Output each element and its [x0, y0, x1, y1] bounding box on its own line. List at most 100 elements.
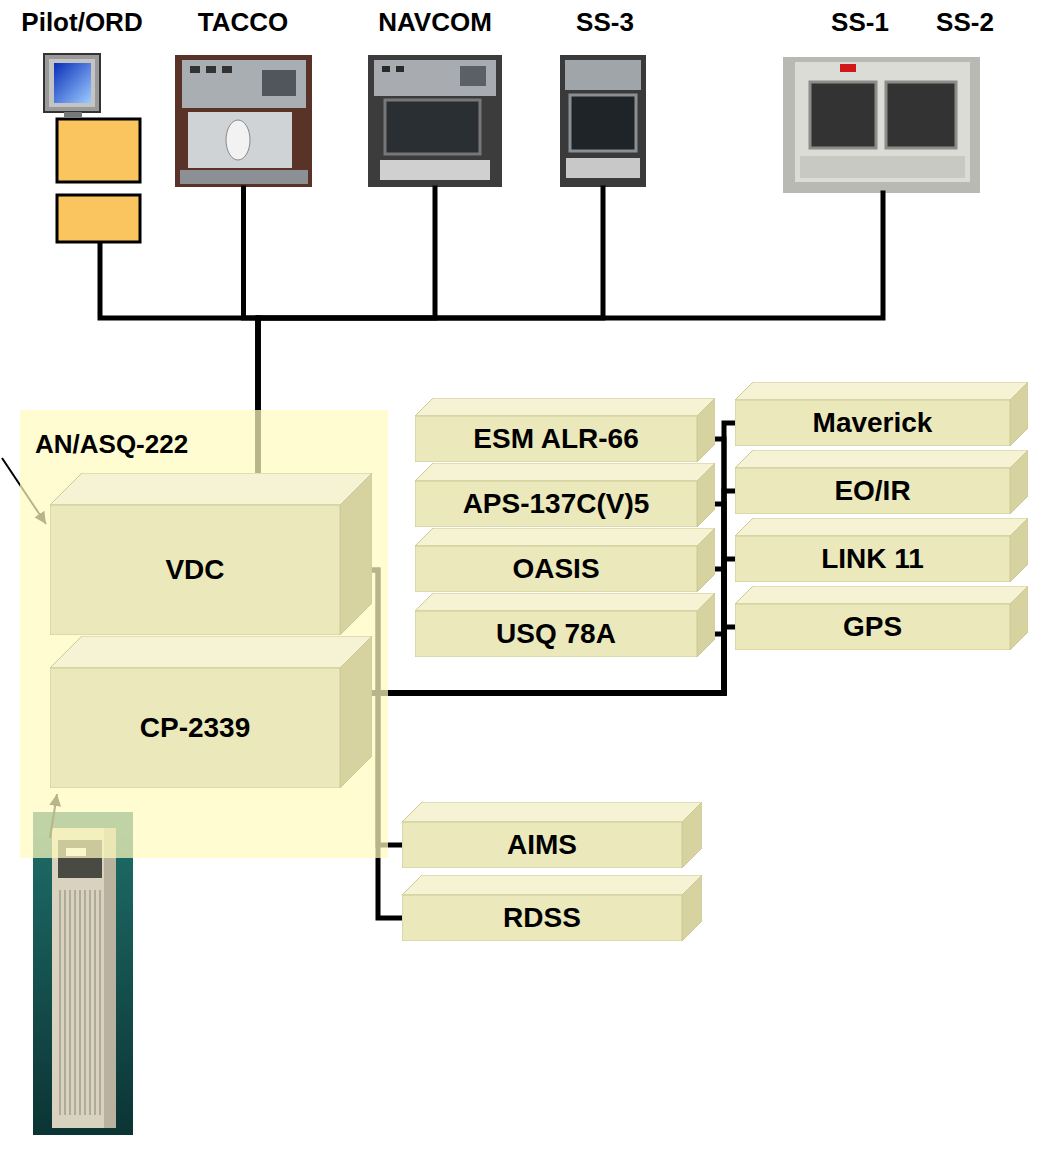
box-top-face — [735, 382, 1028, 400]
sensor-box: LINK 11 — [735, 518, 1028, 582]
box-face: CP-2339 — [50, 668, 340, 788]
cabinet-grille — [60, 890, 100, 1115]
box-side-face — [682, 802, 702, 868]
sensor-box: Maverick — [735, 382, 1028, 446]
sensor-box: RDSS — [402, 875, 702, 941]
box-top-face — [735, 586, 1028, 604]
box-top-face — [50, 473, 372, 505]
box-face: OASIS — [415, 546, 697, 592]
box-top-face — [402, 875, 702, 895]
box-front-face — [415, 416, 697, 462]
box-side-face — [682, 875, 702, 941]
box-side-face — [1010, 450, 1028, 514]
photo-ground — [560, 55, 646, 187]
box-label: LINK 11 — [821, 543, 924, 575]
console-panel — [374, 60, 496, 96]
box-front-face — [50, 668, 340, 788]
photo-ground — [175, 55, 312, 187]
console-screen — [385, 100, 480, 154]
box-face: Maverick — [735, 400, 1010, 446]
box-front-face — [735, 536, 1010, 582]
box-side-face — [697, 593, 715, 657]
photo-ground — [33, 812, 133, 1135]
console-display — [460, 66, 486, 86]
console-photo — [783, 57, 980, 193]
sensor-box: AIMS — [402, 802, 702, 868]
box-label: CP-2339 — [140, 712, 251, 744]
box-face: EO/IR — [735, 468, 1010, 514]
console-photo — [175, 55, 312, 187]
box-front-face — [402, 895, 682, 941]
box-front-face — [735, 400, 1010, 446]
console-photo — [368, 55, 502, 187]
monitor-bezel — [49, 59, 95, 107]
box-face: GPS — [735, 604, 1010, 650]
bus-line — [372, 504, 724, 693]
console-display — [262, 70, 296, 96]
unit-box: VDC — [50, 473, 372, 635]
box-front-face — [402, 822, 682, 868]
console-desk — [188, 112, 292, 168]
console-button — [396, 66, 404, 72]
monitor-stand — [64, 112, 82, 117]
box-top-face — [402, 802, 702, 822]
console-screen — [570, 95, 636, 151]
box-front-face — [50, 505, 340, 635]
console-keyboard — [566, 158, 640, 178]
unit-box: CP-2339 — [50, 636, 372, 788]
box-top-face — [415, 463, 715, 481]
box-top-face — [415, 593, 715, 611]
cabinet-side — [104, 828, 116, 1128]
box-top-face — [735, 518, 1028, 536]
console-keyboard — [800, 156, 965, 178]
box-front-face — [735, 468, 1010, 514]
box-top-face — [735, 450, 1028, 468]
label-holder: SS-2 — [936, 8, 994, 38]
console-panel — [795, 62, 970, 182]
station-name: SS-3 — [576, 7, 634, 37]
box-side-face — [1010, 518, 1028, 582]
console-panel — [565, 60, 641, 90]
console-photo — [560, 55, 646, 187]
joystick — [226, 120, 250, 160]
box-front-face — [415, 611, 697, 657]
sensor-box: APS-137C(V)5 — [415, 463, 715, 527]
bus-line — [372, 423, 735, 693]
bus-line — [372, 439, 724, 693]
label-holder: Pilot/ORD — [21, 8, 142, 38]
box-side-face — [1010, 586, 1028, 650]
console-station: NAVCOM — [368, 8, 502, 188]
box-face: AIMS — [402, 822, 682, 868]
box-label: ESM ALR-66 — [473, 423, 638, 455]
box-label: EO/IR — [834, 475, 910, 507]
station-name: TACCO — [198, 7, 289, 37]
warning-light — [840, 64, 856, 72]
station-name: NAVCOM — [378, 7, 492, 37]
sensor-box: GPS — [735, 586, 1028, 650]
box-side-face — [340, 636, 372, 788]
box-front-face — [415, 546, 697, 592]
box-face: RDSS — [402, 895, 682, 941]
box-top-face — [50, 636, 372, 668]
sensor-box: ESM ALR-66 — [415, 398, 715, 462]
box-top-face — [415, 398, 715, 416]
station-name: Pilot/ORD — [21, 7, 142, 37]
box-label: USQ 78A — [496, 618, 616, 650]
console-screen — [886, 82, 956, 148]
label-holder: SS-1 — [831, 8, 889, 38]
console-station: TACCO — [175, 8, 312, 188]
console-button — [382, 66, 390, 72]
cabinet-photo — [33, 812, 133, 1135]
station-name: SS-2 — [936, 7, 994, 37]
box-top-face — [415, 528, 715, 546]
photo-ground — [368, 55, 502, 187]
sensor-box: EO/IR — [735, 450, 1028, 514]
cabinet-body — [52, 828, 116, 1128]
console-base — [180, 170, 308, 184]
sensor-box: OASIS — [415, 528, 715, 592]
box-side-face — [697, 463, 715, 527]
station-name: SS-1 — [831, 7, 889, 37]
console-station: Pilot/ORD — [20, 8, 180, 244]
console-button — [206, 66, 216, 73]
